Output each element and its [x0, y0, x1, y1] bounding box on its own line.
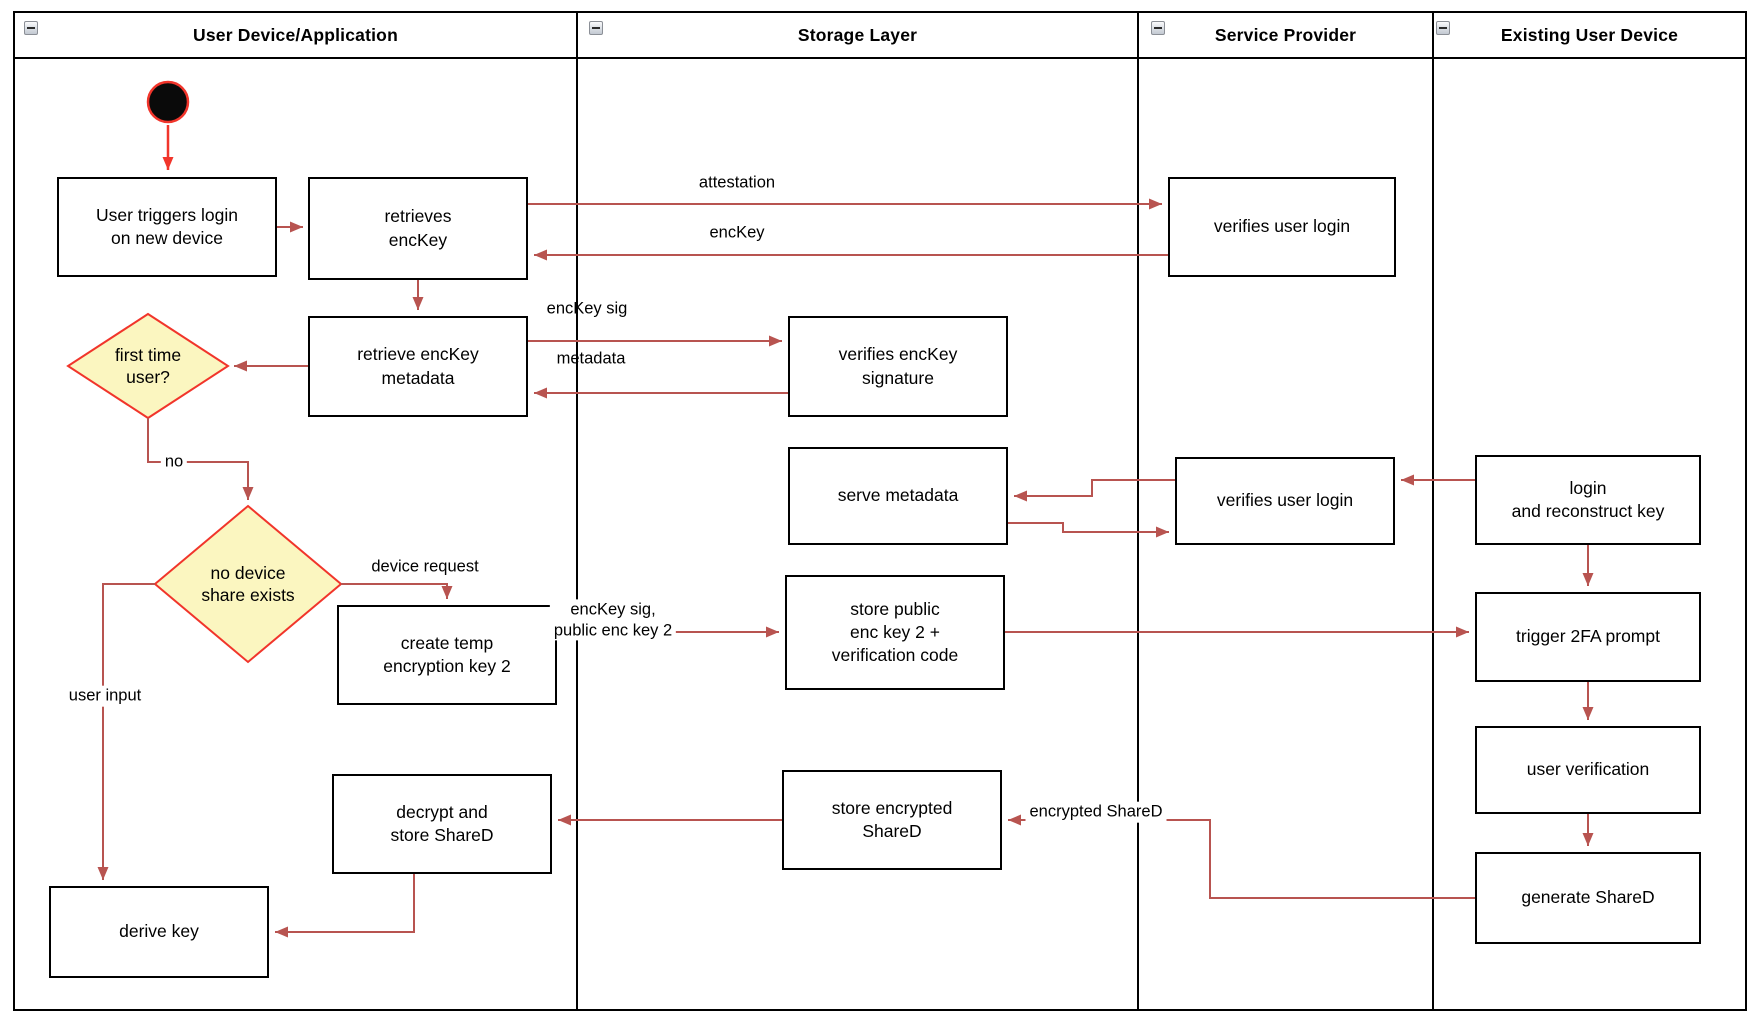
pool-border [13, 11, 1747, 1011]
lane-title-storage-layer: Storage Layer [797, 24, 918, 45]
edge-label-device-request: device request [371, 557, 479, 576]
lane-title-existing-user-device: Existing User Device [1500, 24, 1679, 45]
lane-title-service-provider: Service Provider [1214, 24, 1357, 45]
node-retrieves-enckey[interactable]: retrieves encKey [308, 177, 528, 280]
node-login-and-reconstruct-key[interactable]: login and reconstruct key [1475, 455, 1701, 545]
edge-label-user-input: user input [64, 685, 146, 707]
node-verifies-user-login-top[interactable]: verifies user login [1168, 177, 1396, 277]
edge-label-metadata: metadata [556, 349, 626, 368]
decision-no-device-share[interactable] [153, 504, 343, 664]
edge-label-no: no [160, 451, 188, 473]
node-store-public-enc-key-2[interactable]: store public enc key 2 + verification co… [785, 575, 1005, 690]
edge-user-input [97, 583, 155, 880]
node-verifies-enckey-signature[interactable]: verifies encKey signature [788, 316, 1008, 417]
node-create-temp-encryption-key-2[interactable]: create temp encryption key 2 [337, 605, 557, 705]
node-verifies-user-login-mid[interactable]: verifies user login [1175, 457, 1395, 545]
node-derive-key[interactable]: derive key [49, 886, 269, 978]
edge-label-attestation: attestation [698, 173, 776, 192]
node-decrypt-and-store-shared[interactable]: decrypt and store ShareD [332, 774, 552, 874]
edge-serve-metadata-to-verifies [1008, 522, 1169, 538]
edge-decrypt-to-derive-key [275, 874, 415, 938]
node-serve-metadata[interactable]: serve metadata [788, 447, 1008, 545]
edge-label-enckey-sig: encKey sig [546, 299, 628, 318]
collapse-minus-icon[interactable] [1436, 21, 1450, 35]
collapse-minus-icon[interactable] [1151, 21, 1165, 35]
edge-no-branch [147, 418, 254, 500]
decision-label-no-device-share: no device share exists [201, 562, 295, 605]
lane-title-user-device: User Device/Application [193, 24, 398, 45]
edge-encrypted-shared [1008, 814, 1475, 899]
collapse-minus-icon[interactable] [589, 21, 603, 35]
edge-label-enckey: encKey [709, 223, 765, 242]
decision-label-first-time-user: first time user? [114, 344, 182, 387]
node-trigger-2fa-prompt[interactable]: trigger 2FA prompt [1475, 592, 1701, 682]
node-user-verification[interactable]: user verification [1475, 726, 1701, 814]
node-user-triggers-login[interactable]: User triggers login on new device [57, 177, 277, 277]
node-generate-shared[interactable]: generate ShareD [1475, 852, 1701, 944]
edge-label-enckey-sig-public-key2: encKey sig, public enc key 2 [549, 599, 677, 641]
node-retrieve-enckey-metadata[interactable]: retrieve encKey metadata [308, 316, 528, 417]
edge-verifies-to-serve-metadata [1014, 479, 1175, 502]
initial-node[interactable] [146, 80, 190, 124]
edge-device-request [341, 583, 453, 599]
node-store-encrypted-shared[interactable]: store encrypted ShareD [782, 770, 1002, 870]
collapse-minus-icon[interactable] [24, 21, 38, 35]
edge-label-encrypted-shared: encrypted ShareD [1025, 801, 1167, 823]
